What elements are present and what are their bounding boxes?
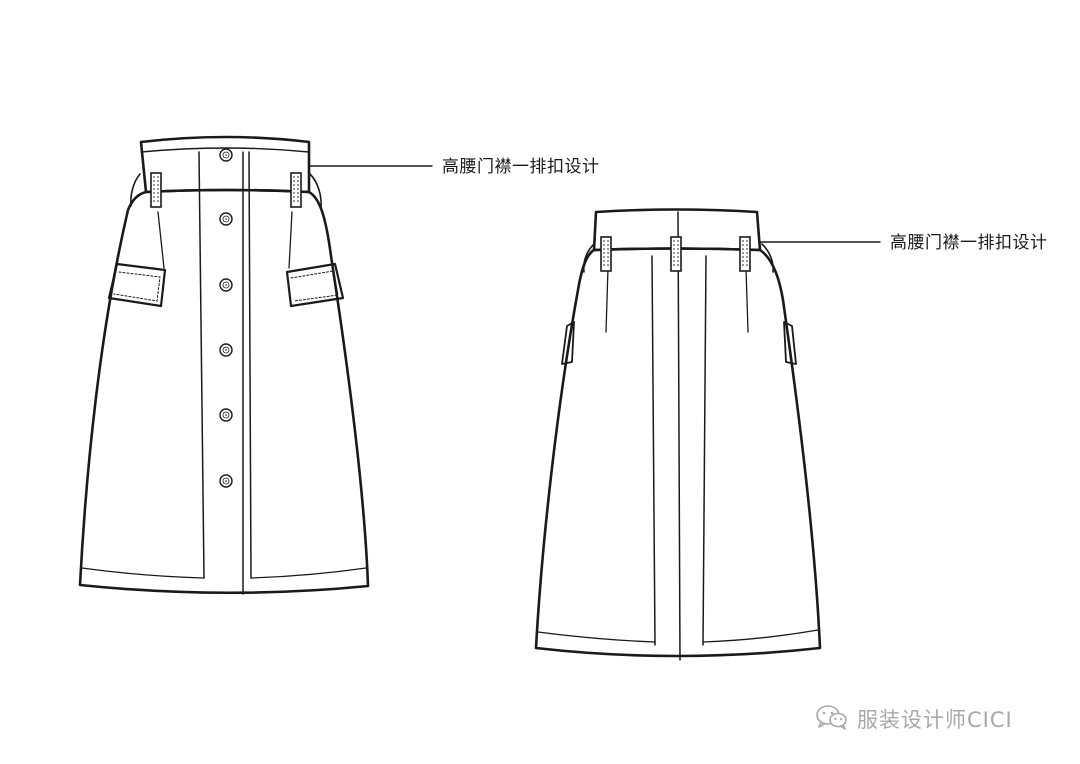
front-waistband (139, 135, 311, 194)
watermark: 服装设计师CICI (815, 704, 1013, 734)
front-pocket-flap-right (285, 262, 345, 308)
back-annotation-label: 高腰门襟一排扣设计 (890, 233, 1048, 253)
front-pocket-flap-left (107, 262, 167, 308)
watermark-text: 服装设计师CICI (857, 708, 1013, 732)
front-skirt (78, 135, 370, 595)
front-annotation-label: 高腰门襟一排扣设计 (442, 157, 600, 177)
front-buttons (219, 148, 233, 488)
back-skirt-body (534, 247, 822, 658)
wechat-icon (815, 704, 849, 734)
front-skirt-body (78, 188, 370, 595)
back-skirt (534, 208, 822, 661)
